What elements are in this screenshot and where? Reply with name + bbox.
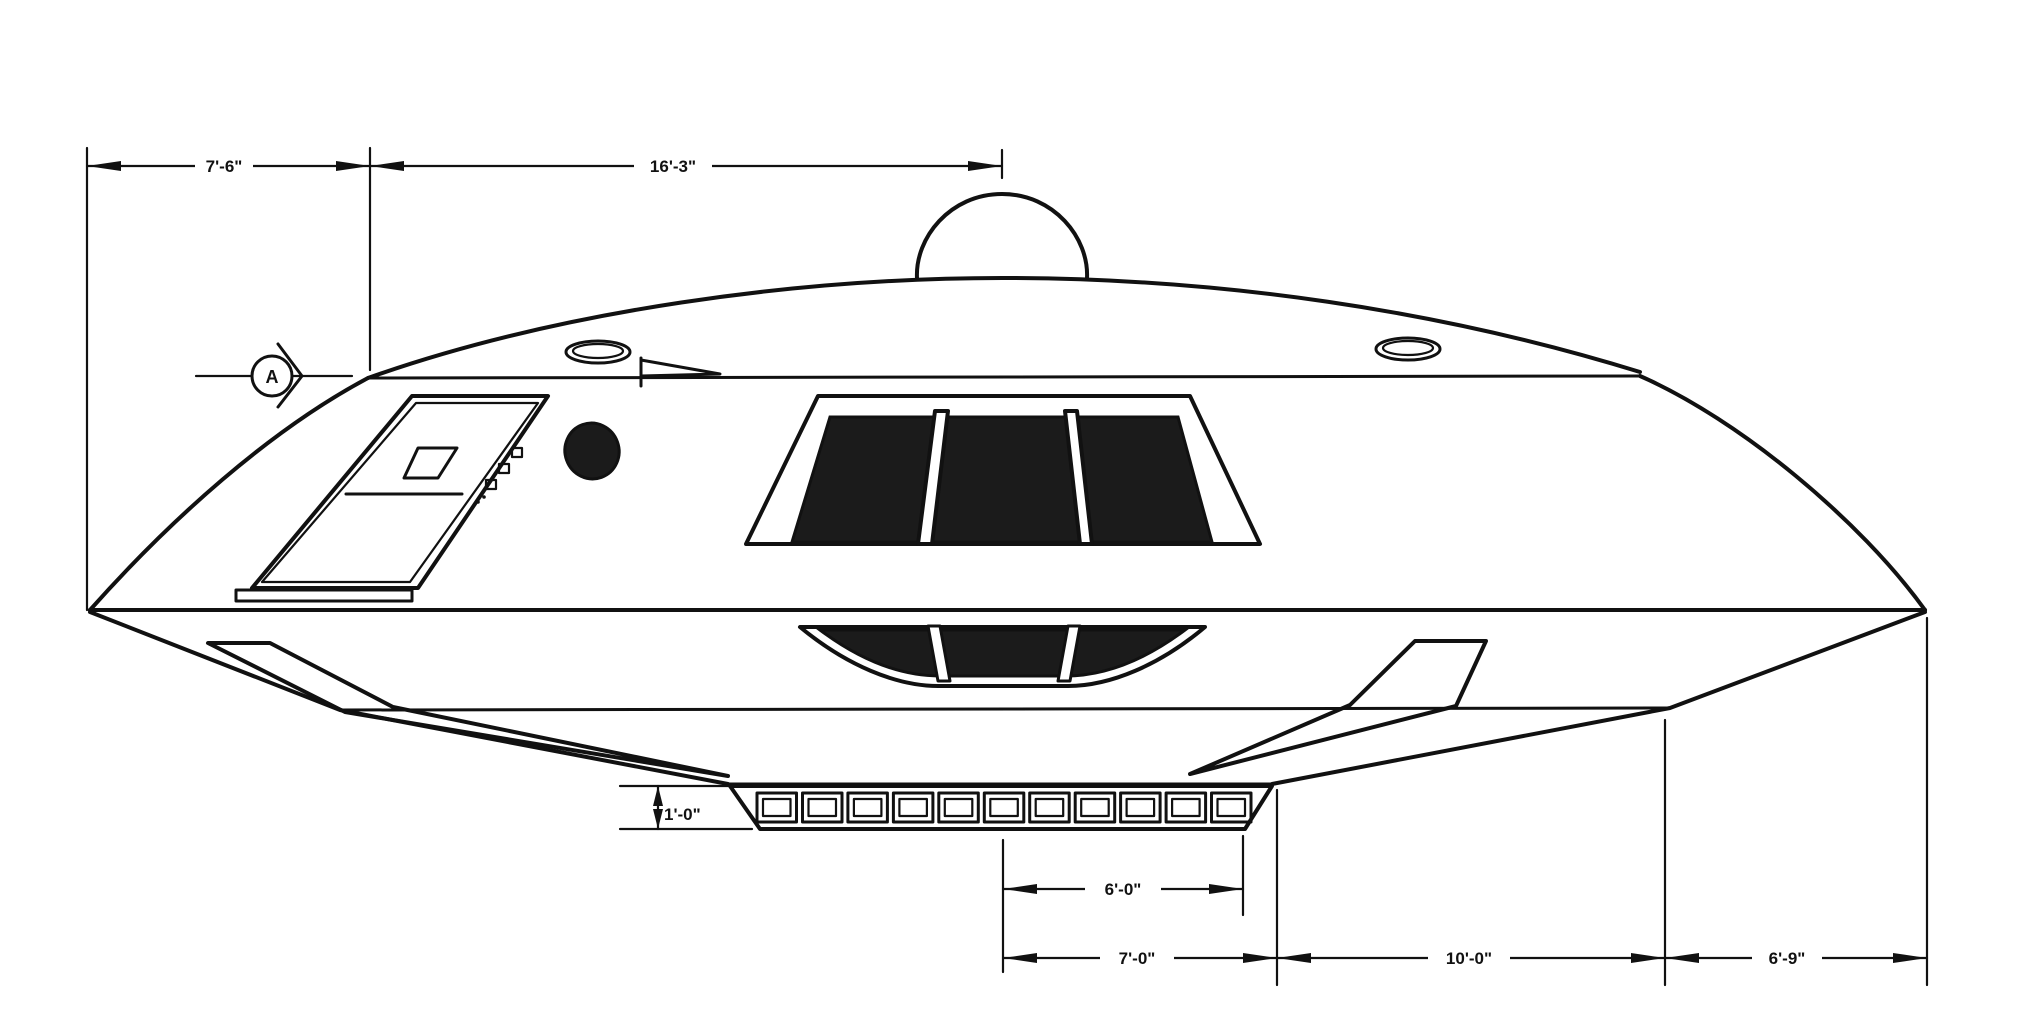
- hatch-controls: [476, 446, 524, 504]
- dimension-arrowhead: [1893, 953, 1927, 963]
- dimension-bottom-3: 6'-9": [1769, 949, 1806, 968]
- left-lower-fin: [206, 641, 730, 778]
- lower-hull-right: [1270, 610, 1927, 786]
- upper-hull-outline: [366, 276, 1642, 380]
- grille-cell: [1028, 791, 1071, 824]
- section-marker: A: [194, 342, 354, 409]
- grille-cell-inner: [898, 797, 929, 818]
- dimension-arrowhead: [87, 161, 121, 171]
- dimension-bottom-1: 7'-0": [1119, 949, 1156, 968]
- dimension-arrowhead: [1003, 884, 1037, 894]
- grille-cell-inner: [1170, 797, 1201, 818]
- grille-cell: [1119, 791, 1162, 824]
- control-button: [484, 478, 498, 491]
- upper-belt-line: [366, 374, 1642, 380]
- grille-cell: [1073, 791, 1117, 824]
- grille-cell-inner: [1216, 797, 1247, 818]
- grille-cell-inner: [989, 797, 1019, 818]
- top-porthole-left-inner: [571, 342, 625, 360]
- dimension-arrowhead: [370, 161, 404, 171]
- section-marker-circle: [250, 354, 294, 398]
- grille-cell: [755, 791, 798, 824]
- grille-cell-inner: [1080, 797, 1110, 818]
- main-viewport: [744, 394, 1262, 546]
- dimension-bottom-2: 10'-0": [1446, 949, 1492, 968]
- dimension-arrowhead: [1631, 953, 1665, 963]
- dimension-arrowhead: [1003, 953, 1037, 963]
- label-mask: [634, 156, 712, 176]
- right-upper-side: [1638, 374, 1927, 612]
- dimension-arrowhead: [1277, 953, 1311, 963]
- section-arrow: [276, 342, 304, 409]
- grille-cell: [1210, 791, 1253, 824]
- label-mask: [1428, 948, 1510, 968]
- top-porthole-right-inner: [1381, 339, 1435, 357]
- grille-cell-inner: [1034, 797, 1065, 818]
- grille-cell-inner: [807, 797, 838, 818]
- top-porthole-right: [1374, 336, 1442, 362]
- lower-belt-line: [338, 706, 1672, 712]
- dimension-arrowheads: [87, 161, 1927, 963]
- dimension-labels: 7'-6" 16'-3" 1'-0" 6'-0" 7'-0" 10'-0" 6'…: [195, 156, 1822, 968]
- dimension-arrowhead: [968, 161, 1002, 171]
- grille-cell: [937, 791, 980, 824]
- grille-cell-inner: [761, 797, 792, 818]
- hatch-step: [234, 588, 414, 603]
- dimension-height: 1'-0": [664, 805, 701, 824]
- side-porthole: [563, 421, 621, 481]
- bottom-grille: [728, 784, 1274, 831]
- dimension-arrowhead: [653, 809, 663, 829]
- top-porthole-left: [564, 339, 632, 365]
- grille-cell: [982, 791, 1026, 824]
- dimension-lower-inner: 6'-0": [1105, 880, 1142, 899]
- grille-cell: [1164, 791, 1208, 824]
- grille-cell: [801, 791, 844, 824]
- label-mask: [1752, 948, 1822, 968]
- dimension-top-right: 16'-3": [650, 157, 696, 176]
- top-dome: [914, 192, 1090, 280]
- control-button: [510, 446, 524, 459]
- dimension-arrowhead: [653, 786, 663, 806]
- saucer-hull: [88, 192, 1927, 831]
- dimension-arrowhead: [336, 161, 370, 171]
- grille-cell-inner: [943, 797, 974, 818]
- label-mask: [1100, 948, 1174, 968]
- antenna-fin: [639, 356, 722, 388]
- indicator-dot: [476, 500, 480, 504]
- control-button: [497, 462, 511, 475]
- hatch-door: [234, 394, 550, 603]
- section-marker-letter: A: [266, 367, 279, 387]
- grille-cell: [846, 791, 889, 824]
- dimension-arrowhead: [1243, 953, 1277, 963]
- grille-cell-inner: [1125, 797, 1156, 818]
- grille-cell-inner: [852, 797, 883, 818]
- indicator-dot: [482, 495, 486, 499]
- label-mask: [195, 156, 253, 176]
- hatch-window: [402, 446, 459, 480]
- lower-viewport: [798, 624, 1207, 688]
- grille-cell: [891, 791, 935, 824]
- dimension-arrowhead: [1209, 884, 1243, 894]
- right-lower-fin: [1188, 639, 1488, 776]
- left-upper-side: [88, 376, 370, 612]
- dimension-top-left: 7'-6": [206, 157, 243, 176]
- dimension-arrowhead: [1665, 953, 1699, 963]
- label-mask: [1085, 879, 1161, 899]
